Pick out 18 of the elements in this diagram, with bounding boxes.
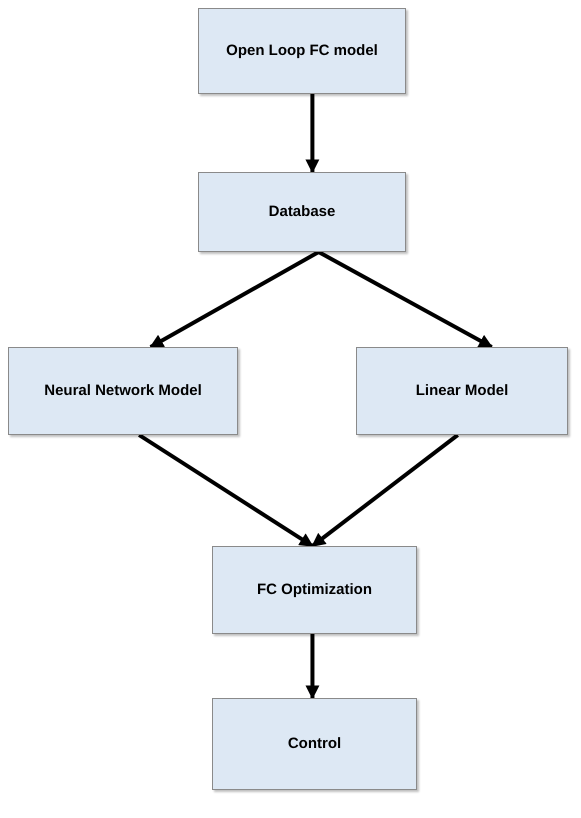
process-box — [8, 347, 238, 435]
arrow — [149, 250, 320, 349]
process-box — [198, 8, 406, 94]
process-box — [356, 347, 568, 435]
box-label: Database — [268, 202, 336, 222]
process-box — [212, 546, 417, 634]
arrow — [138, 433, 314, 548]
box-label: Control — [288, 734, 342, 754]
box-label: Linear Model — [416, 382, 508, 400]
box-label: Open Loop FC model — [226, 42, 378, 60]
box-label: FC Optimization — [257, 580, 372, 600]
arrow — [305, 94, 320, 174]
process-box — [212, 698, 417, 790]
arrow — [305, 634, 320, 700]
process-box — [198, 172, 406, 252]
arrow — [318, 250, 493, 349]
box-label: Neural Network Model — [44, 382, 202, 400]
arrow — [311, 433, 459, 548]
